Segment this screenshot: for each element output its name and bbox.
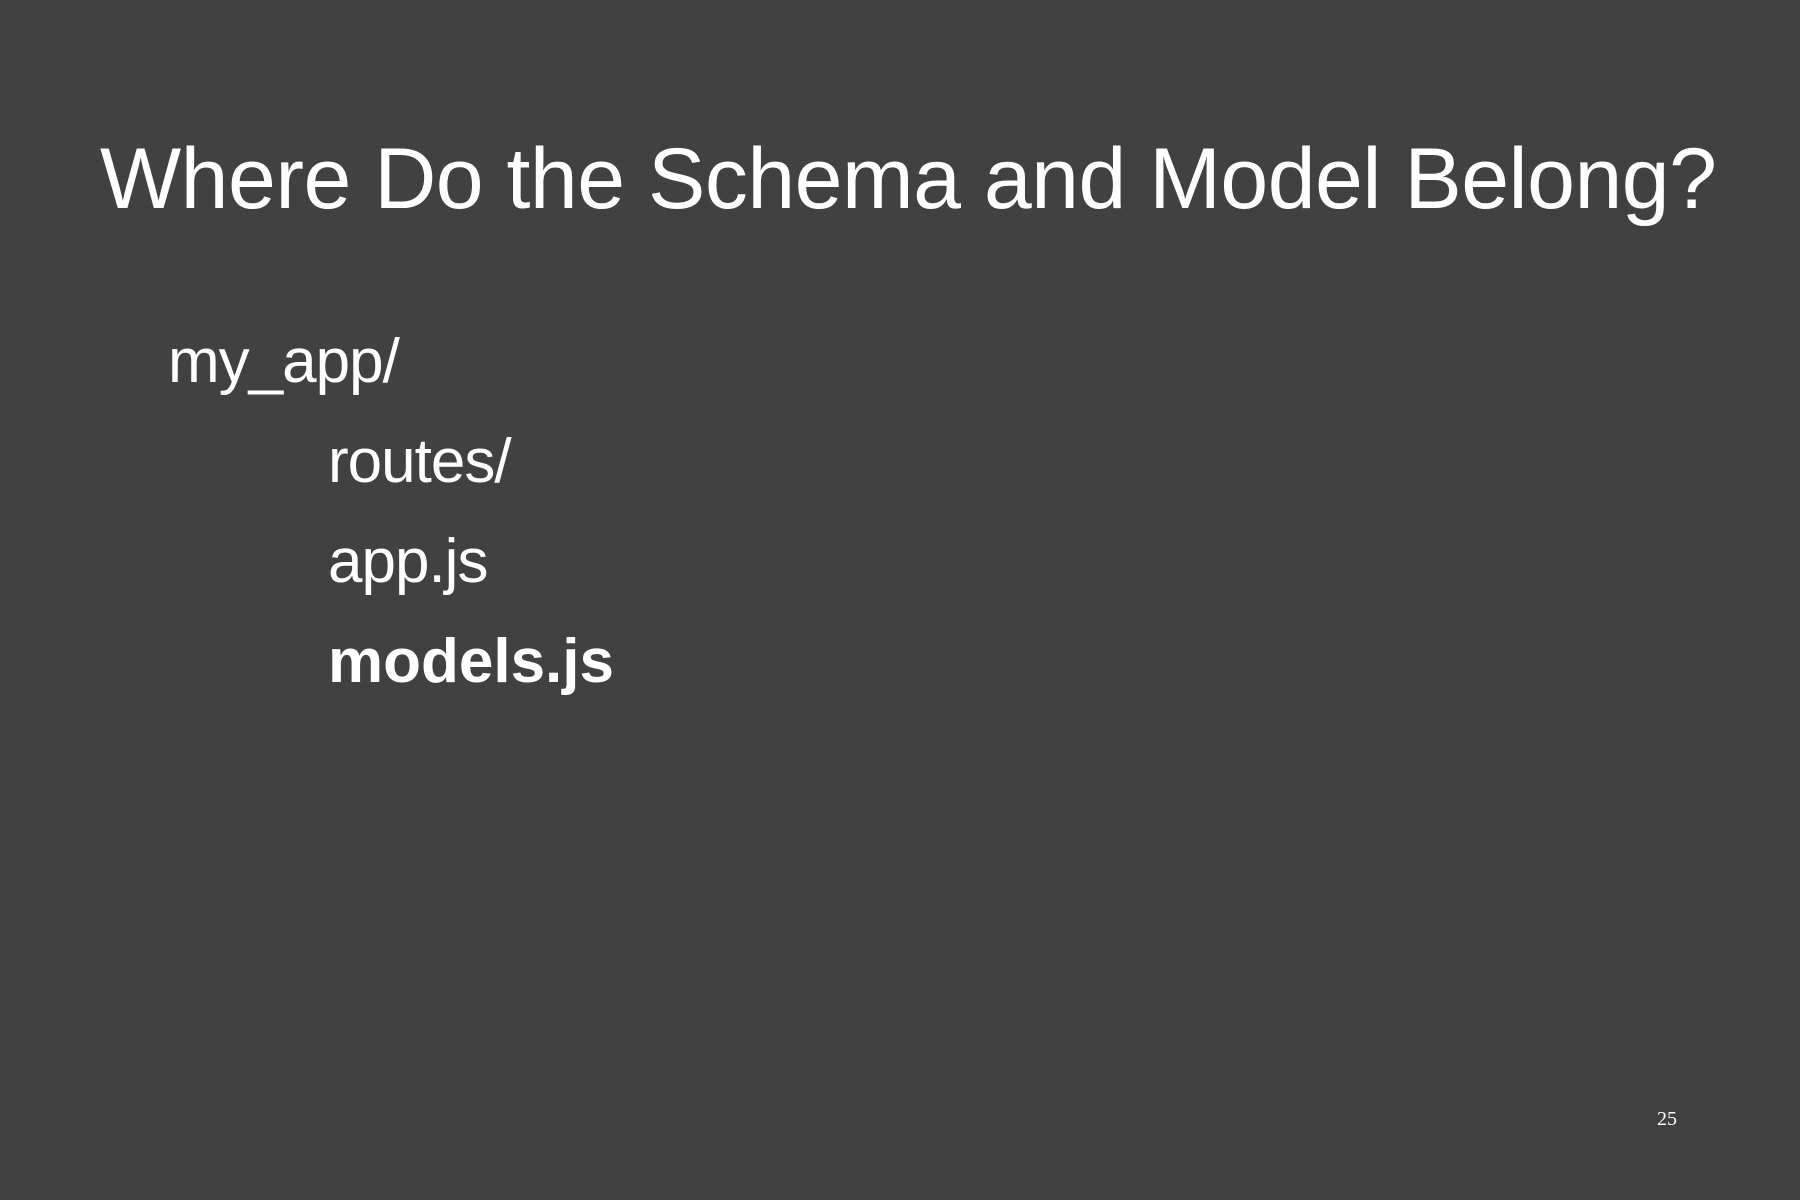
tree-item-models-js-file: models.js (328, 627, 614, 696)
slide-number: 25 (1657, 1108, 1677, 1130)
slide-title: Where Do the Schema and Model Belong? (100, 131, 1717, 227)
tree-item-app-js-file: app.js (328, 527, 488, 596)
tree-item-my-app-folder: my_app/ (168, 327, 400, 396)
file-tree: my_app/ routes/ app.js models.js (168, 312, 614, 712)
tree-item-routes-folder: routes/ (328, 427, 512, 496)
